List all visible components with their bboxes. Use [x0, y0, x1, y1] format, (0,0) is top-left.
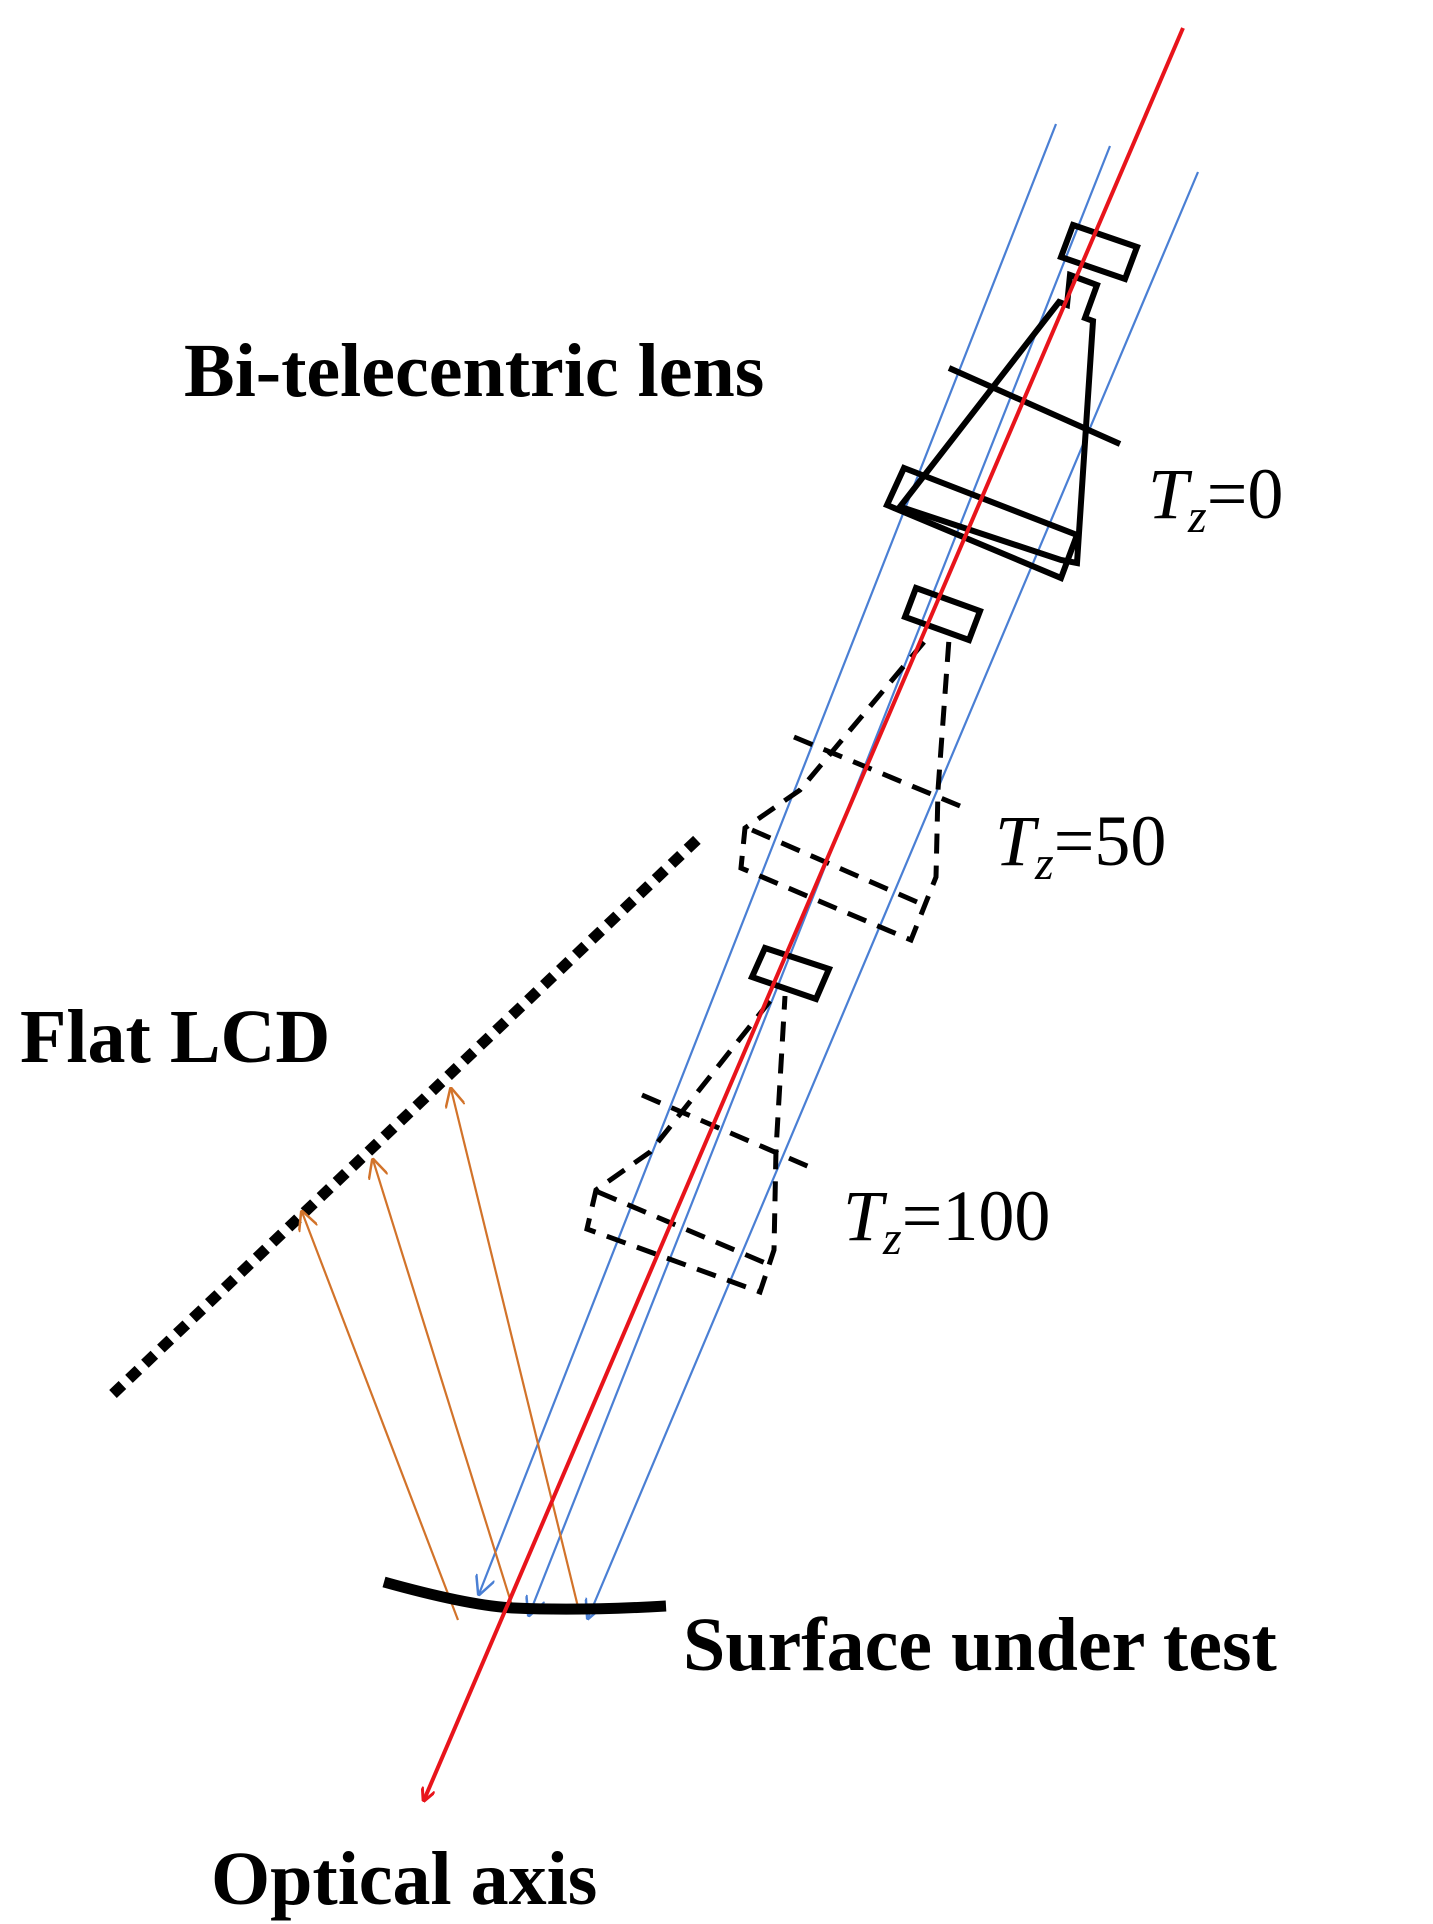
surface-label: Surface under test	[683, 1603, 1277, 1687]
lens-body-0	[892, 270, 1101, 567]
lens-camera-head-50	[901, 584, 984, 644]
reflected-rays	[302, 1089, 581, 1621]
lens-body-100	[584, 995, 788, 1296]
surface-under-test	[382, 1576, 667, 1615]
lens-position-50	[738, 584, 984, 944]
lens-label: Bi-telecentric lens	[184, 329, 764, 413]
lens-position-100	[584, 944, 834, 1296]
optical-axis-line	[424, 27, 1185, 1800]
reflected-ray-2	[373, 1160, 516, 1613]
optical-axis-label: Optical axis	[211, 1837, 597, 1921]
lens-body-50	[738, 638, 952, 944]
lens-aperture-stop-0	[947, 365, 1122, 447]
tz-0-label: Tz=0	[1148, 454, 1283, 543]
lens-front-barrel-0	[882, 464, 1081, 582]
lcd-label: Flat LCD	[20, 995, 330, 1079]
tz-50-label: Tz=50	[995, 801, 1166, 890]
lens-camera-head-0	[1057, 221, 1141, 283]
flat-lcd-panel	[109, 831, 706, 1398]
tz-100-label: Tz=100	[843, 1176, 1050, 1265]
lens-front-barrel-100	[597, 1189, 771, 1268]
reflected-ray-3	[451, 1089, 581, 1612]
lens-position-0	[882, 221, 1141, 582]
lens-camera-head-100	[747, 944, 834, 1003]
reflected-ray-1	[302, 1212, 460, 1621]
telecentric-ray-left	[479, 123, 1058, 1594]
telecentric-ray-right	[588, 171, 1200, 1618]
